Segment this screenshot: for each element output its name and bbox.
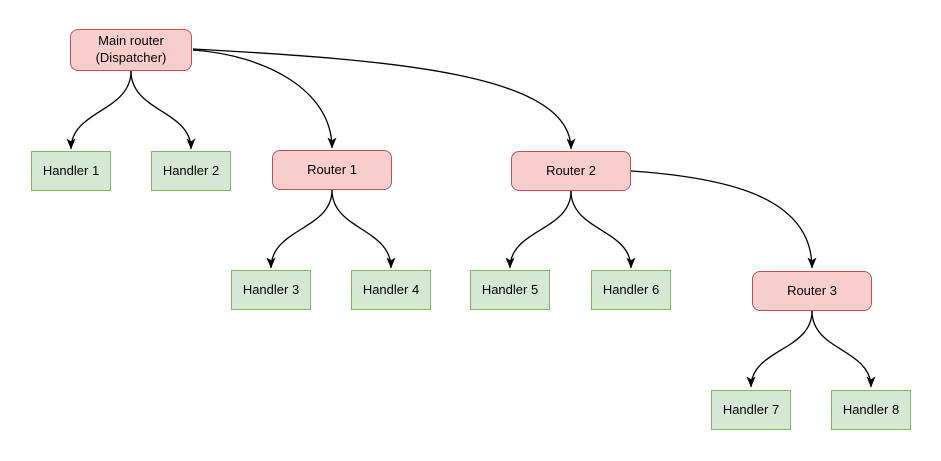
edge-router-2-to-handler-6 bbox=[570, 190, 636, 269]
node-handler-6: Handler 6 bbox=[591, 270, 671, 310]
edge-router-1-to-handler-3 bbox=[266, 189, 333, 269]
edge-router-1-to-handler-4 bbox=[331, 189, 396, 269]
node-router-3: Router 3 bbox=[752, 271, 872, 311]
handler-7-label: Handler 7 bbox=[722, 401, 780, 417]
handler-3-label: Handler 3 bbox=[242, 281, 300, 297]
edge-main-router-to-router-1 bbox=[192, 49, 337, 149]
main-router-label-line1: Main router bbox=[98, 33, 164, 49]
node-handler-1: Handler 1 bbox=[31, 151, 111, 191]
node-handler-5: Handler 5 bbox=[470, 270, 550, 310]
node-handler-7: Handler 7 bbox=[711, 390, 791, 430]
main-router-label: Main router (Dispatcher) bbox=[96, 33, 167, 67]
router-1-label: Router 1 bbox=[307, 161, 357, 177]
handler-4-label: Handler 4 bbox=[362, 281, 420, 297]
edge-main-router-to-router-2 bbox=[192, 48, 576, 150]
node-handler-3: Handler 3 bbox=[231, 270, 311, 310]
edge-router-2-to-router-3 bbox=[630, 170, 817, 269]
handler-2-label: Handler 2 bbox=[162, 162, 220, 178]
node-handler-2: Handler 2 bbox=[151, 151, 231, 191]
node-main-router: Main router (Dispatcher) bbox=[70, 29, 192, 71]
edge-router-3-to-handler-7 bbox=[746, 310, 813, 388]
router-2-label: Router 2 bbox=[546, 162, 596, 178]
edge-main-router-to-handler-1 bbox=[66, 70, 132, 150]
handler-1-label: Handler 1 bbox=[42, 162, 100, 178]
handler-5-label: Handler 5 bbox=[481, 281, 539, 297]
main-router-label-line2: (Dispatcher) bbox=[95, 50, 167, 65]
router-3-label: Router 3 bbox=[787, 282, 837, 298]
edge-router-2-to-handler-5 bbox=[505, 190, 572, 269]
edge-router-3-to-handler-8 bbox=[811, 310, 876, 388]
handler-6-label: Handler 6 bbox=[602, 281, 660, 297]
node-router-2: Router 2 bbox=[511, 151, 631, 191]
node-router-1: Router 1 bbox=[272, 150, 392, 190]
handler-8-label: Handler 8 bbox=[842, 401, 900, 417]
node-handler-4: Handler 4 bbox=[351, 270, 431, 310]
node-handler-8: Handler 8 bbox=[831, 390, 911, 430]
edge-main-router-to-handler-2 bbox=[130, 70, 196, 150]
